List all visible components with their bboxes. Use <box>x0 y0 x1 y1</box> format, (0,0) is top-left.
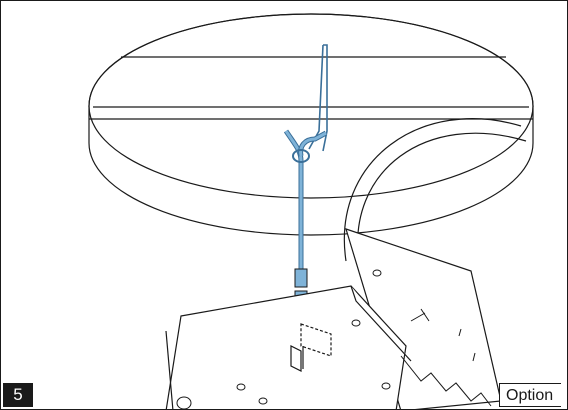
ceiling-detail <box>88 13 534 236</box>
power-cord <box>343 118 527 264</box>
ceiling-hook <box>308 44 328 152</box>
fixture-fasteners <box>176 269 476 409</box>
fixture-fins <box>400 355 492 407</box>
step-number-badge: 5 <box>3 383 33 407</box>
fixture-body <box>165 228 502 409</box>
option-label: Option <box>499 383 561 407</box>
